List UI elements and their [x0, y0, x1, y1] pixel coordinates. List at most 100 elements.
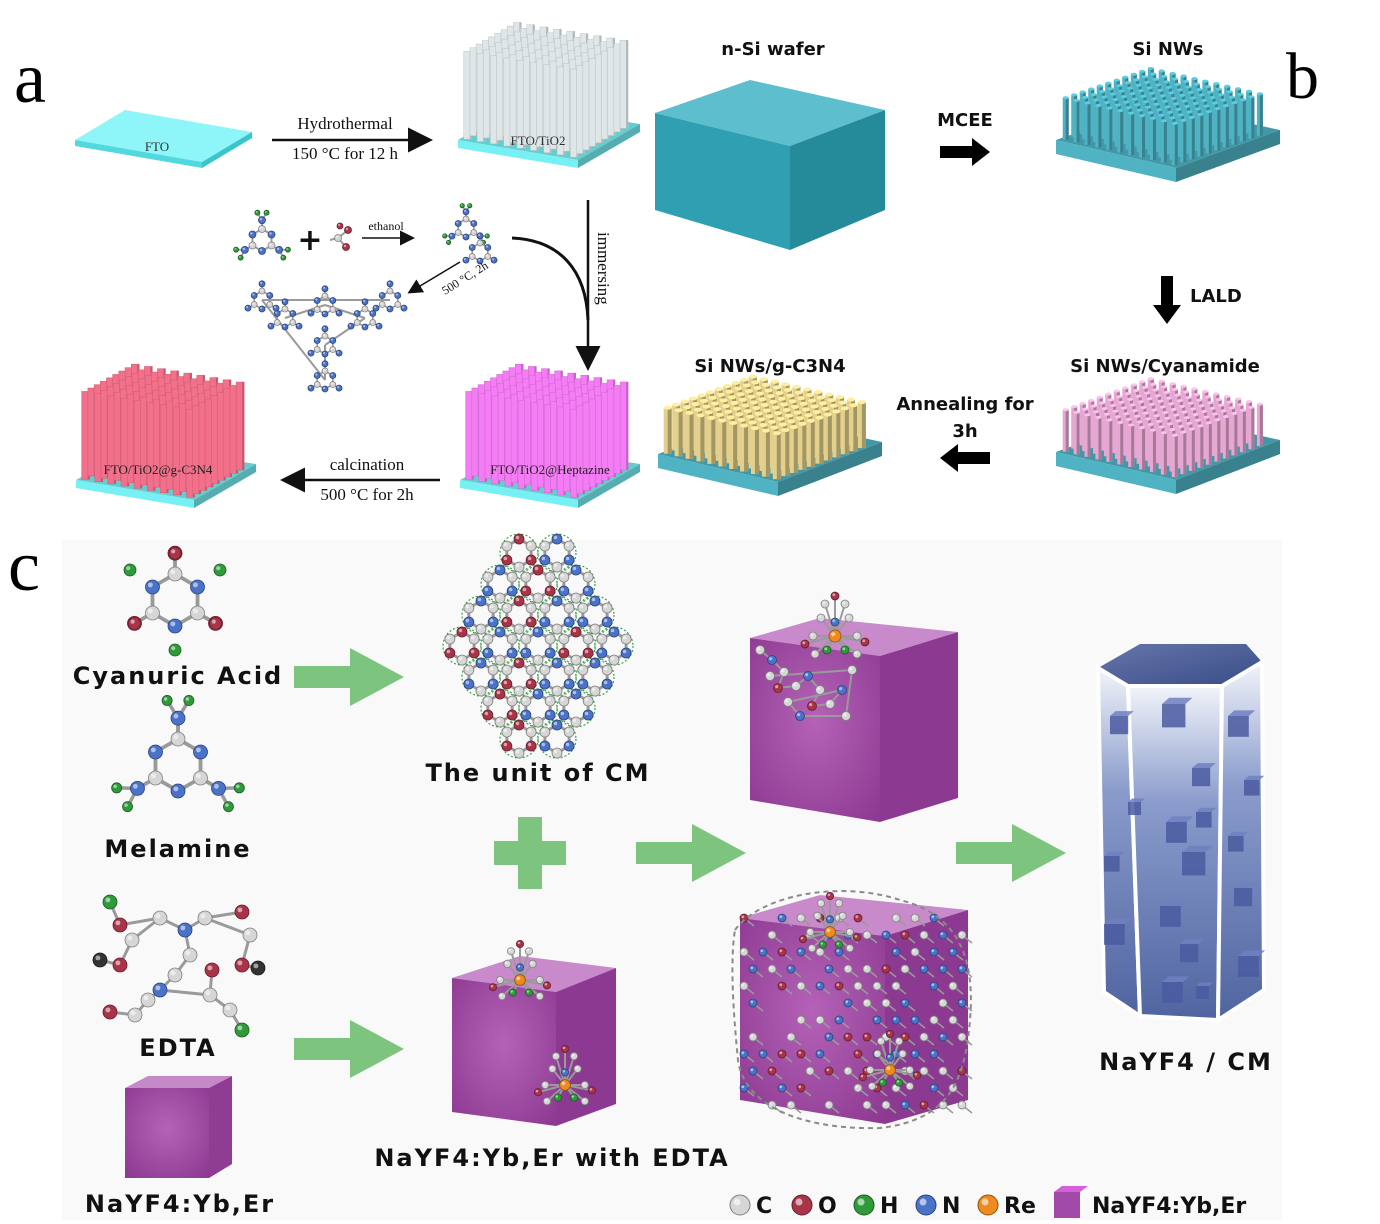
atom: [834, 1015, 844, 1025]
atom: [786, 1032, 796, 1042]
nanowire-tip: [1131, 97, 1138, 101]
nanowire-tip: [1179, 404, 1186, 408]
melamine-molecule-small: [233, 209, 291, 261]
atom-highlight: [380, 293, 383, 296]
atom-highlight: [800, 936, 804, 940]
atom: [501, 740, 513, 752]
atom-highlight: [259, 248, 263, 252]
atom-highlight: [855, 915, 859, 919]
embedded-cube-top: [1160, 900, 1188, 906]
atom-highlight: [950, 949, 954, 953]
atom-highlight: [515, 625, 520, 630]
atom-highlight: [505, 961, 508, 964]
atom: [886, 1053, 895, 1062]
atom-highlight: [541, 556, 546, 561]
atom-highlight: [355, 311, 358, 314]
atom-highlight: [560, 635, 565, 640]
nanowire-tip: [1142, 411, 1149, 415]
atom: [329, 372, 337, 379]
atom-highlight: [940, 1000, 944, 1004]
atom-highlight: [260, 289, 263, 292]
atom: [111, 782, 123, 794]
atom: [929, 1015, 939, 1025]
atom: [806, 928, 815, 937]
atom-highlight: [822, 601, 826, 605]
nanowire-tip: [778, 422, 787, 427]
nanowire-tip: [1228, 406, 1235, 410]
substrate-front: [458, 140, 578, 168]
nanowire-tip: [736, 392, 745, 397]
embedded-cube-top: [1128, 798, 1145, 802]
nanowire-tip: [1071, 405, 1078, 409]
atom-highlight: [584, 635, 589, 640]
atom-highlight: [878, 1038, 882, 1042]
atom: [544, 695, 556, 707]
nanowire-tip: [1156, 108, 1163, 112]
nanowire-shade: [1152, 430, 1156, 473]
atom: [336, 222, 344, 230]
atom: [285, 246, 291, 253]
nanowire-shade: [1087, 102, 1091, 145]
panel-c-background: [62, 540, 1282, 1220]
atom-highlight: [864, 1102, 868, 1106]
atom: [167, 967, 183, 983]
atom: [525, 947, 534, 956]
atom-highlight: [363, 299, 366, 302]
atom: [506, 647, 518, 659]
atom-highlight: [309, 386, 312, 389]
atom: [938, 930, 948, 940]
atom: [828, 629, 842, 643]
legend-label: H: [880, 1194, 898, 1219]
nanowire-tip: [1099, 90, 1106, 94]
atom-highlight: [950, 1085, 954, 1089]
nanowire-tip: [1139, 69, 1146, 73]
atom-highlight: [785, 699, 789, 703]
atom: [551, 747, 563, 759]
atom-highlight: [815, 913, 818, 916]
legend-atom: [915, 1194, 937, 1216]
si-wafer-block: [655, 80, 885, 250]
embedded-cube: [1104, 924, 1125, 945]
atom: [463, 616, 475, 628]
atom: [313, 337, 321, 344]
nanowire-tip: [1123, 412, 1130, 416]
nanowire-tip: [1110, 92, 1117, 96]
atom-highlight: [95, 955, 101, 961]
atom: [506, 633, 518, 645]
atom-highlight: [864, 1034, 868, 1038]
atom: [900, 964, 910, 974]
atom-highlight: [237, 1025, 243, 1031]
atom: [843, 964, 853, 974]
atom: [853, 1083, 863, 1093]
atom: [197, 910, 213, 926]
atom: [313, 346, 321, 353]
nanowire-tip: [1129, 92, 1136, 96]
atom: [342, 243, 350, 251]
atom-highlight: [921, 1102, 925, 1106]
unit-cm-label: The unit of CM: [425, 759, 650, 787]
atom: [755, 645, 765, 655]
atom-highlight: [239, 255, 241, 258]
nanowire-tip: [760, 402, 769, 407]
atom-highlight: [788, 966, 792, 970]
atom: [445, 239, 452, 245]
nanowire-tip: [1133, 389, 1140, 392]
nanowire-shade: [1087, 414, 1091, 457]
atom: [234, 1022, 250, 1038]
atom: [815, 1015, 825, 1025]
nanowire-tip: [780, 402, 789, 407]
atom-highlight: [380, 302, 383, 305]
atom: [148, 744, 163, 760]
legend-atom: [977, 1194, 999, 1216]
fto-substrate: FTO: [75, 110, 252, 168]
lald-label: LALD: [1190, 286, 1242, 307]
atom: [506, 709, 518, 721]
nanowire-tip: [1120, 406, 1127, 410]
atom-highlight: [250, 232, 253, 235]
formic-acid-molecule: [329, 222, 352, 251]
nanowire-tip: [1191, 387, 1198, 391]
atom-highlight: [503, 542, 508, 547]
nanowire-tip: [1082, 407, 1089, 411]
atom: [152, 982, 168, 998]
atom-highlight: [281, 255, 284, 258]
